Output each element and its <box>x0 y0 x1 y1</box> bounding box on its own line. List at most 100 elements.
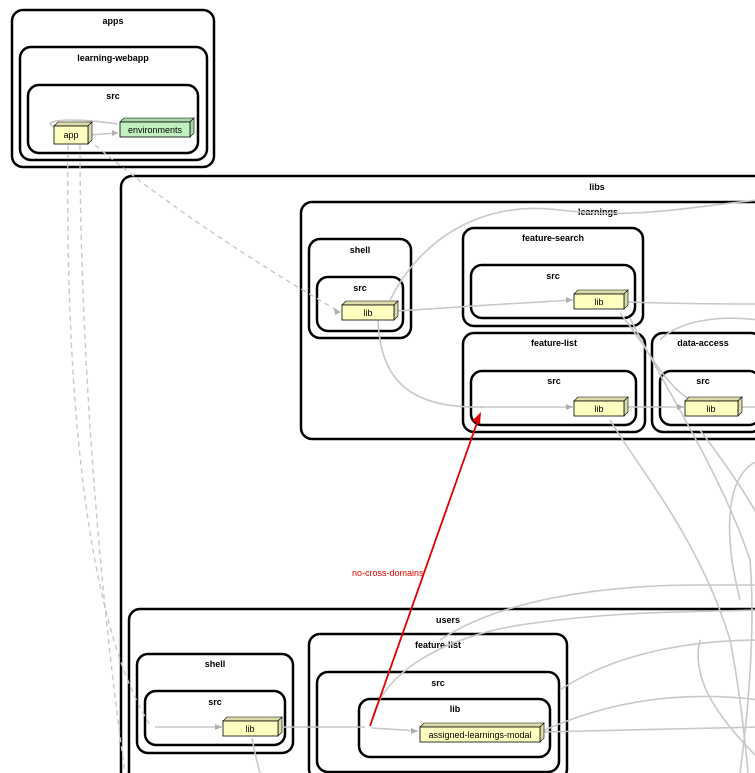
edge-users-right-2 <box>697 639 755 757</box>
node-da-lib-label: lib <box>706 404 715 414</box>
edge-shell-up-curve <box>389 199 755 301</box>
edge-fs-long-down <box>629 317 753 773</box>
arrowhead-l-shell-lib <box>334 308 341 315</box>
cluster-title-users-feature-list-src: src <box>431 678 445 688</box>
cluster-title-users-feature-list-lib: lib <box>450 704 461 714</box>
node-fs-lib-label: lib <box>594 297 603 307</box>
cluster-libs <box>119 174 755 773</box>
node-app-depth <box>53 121 93 127</box>
cluster-title-users-feature-list: feature-list <box>415 640 461 650</box>
node-modal-face <box>419 726 541 743</box>
violation-arrowhead <box>472 412 481 424</box>
node-da-lib-depth <box>684 396 743 402</box>
edge-shell-feature-list <box>377 319 573 408</box>
node-l-shell-lib-label: lib <box>363 308 372 318</box>
node-feature-list-lib[interactable]: lib <box>573 396 629 417</box>
node-fs-lib-depth <box>573 289 629 295</box>
cluster-learnings-shell <box>307 237 413 340</box>
node-app[interactable]: app <box>53 121 93 145</box>
violation-label: no-cross-domains <box>352 568 424 578</box>
edge-app-users-1 <box>67 144 151 726</box>
edge-fs-to-da <box>619 312 691 401</box>
cluster-users <box>127 607 755 773</box>
node-assigned-learnings-modal[interactable]: assigned-learnings-modal <box>419 722 545 743</box>
node-fl-lib-face <box>573 400 625 417</box>
node-app-label: app <box>63 130 78 140</box>
node-u-shell-lib-face <box>222 720 279 737</box>
cluster-title-data-access: data-access <box>677 338 729 348</box>
arrowhead-modal <box>411 728 418 734</box>
edge-app-users-2 <box>79 144 126 773</box>
violation-arrow-line <box>369 419 479 727</box>
cluster-title-users-shell: shell <box>205 659 226 669</box>
cluster-title-users: users <box>436 615 460 625</box>
cluster-title-libs: libs <box>589 182 605 192</box>
node-fl-lib-label: lib <box>594 404 603 414</box>
edge-users-right-1 <box>519 695 755 743</box>
node-app-depth-right <box>87 121 93 145</box>
cluster-users-shell <box>135 652 295 755</box>
dependency-edges <box>49 119 755 773</box>
node-app-face <box>53 125 89 145</box>
node-modal-label: assigned-learnings-modal <box>428 730 531 740</box>
node-environments[interactable]: environments <box>119 117 195 138</box>
edge-app-learnings-shell <box>94 144 341 313</box>
node-feature-search-lib[interactable]: lib <box>573 289 629 310</box>
cluster-title-webapp-src: src <box>106 91 120 101</box>
edge-modal-link <box>371 727 419 732</box>
edge-users-top-3 <box>559 639 755 691</box>
cluster-title-feature-search: feature-search <box>522 233 584 243</box>
node-u-shell-lib-depth <box>222 716 283 722</box>
nodes: app environments lib lib lib <box>53 117 743 743</box>
node-environments-depth <box>119 117 195 123</box>
cluster-title-feature-search-src: src <box>546 271 560 281</box>
arrowhead-u-shell-lib <box>215 724 222 730</box>
edge-users-top-1 <box>371 609 755 721</box>
node-fs-lib-face <box>573 293 625 310</box>
cluster-feature-list <box>461 331 647 434</box>
arrowhead-fs-lib <box>566 297 573 303</box>
cluster-title-learnings: learnings <box>578 207 618 217</box>
cluster-title-users-shell-src: src <box>208 697 222 707</box>
node-da-lib-face <box>684 400 739 417</box>
node-l-shell-lib-face <box>341 304 395 321</box>
cluster-feature-search-src <box>469 263 637 320</box>
cluster-users-feature-list-src <box>315 670 561 773</box>
cluster-frames <box>10 8 755 773</box>
cluster-title-learnings-shell: shell <box>350 245 371 255</box>
cluster-webapp-src <box>26 83 200 155</box>
cluster-title-feature-list-src: src <box>547 376 561 386</box>
edge-fl-long-down <box>609 419 749 773</box>
edge-da-curve-up <box>659 317 755 341</box>
arrowhead-fl-lib <box>566 404 573 410</box>
edge-shell-feature-search <box>396 299 574 312</box>
arrowhead-da-lib <box>677 404 684 410</box>
cluster-data-access <box>650 331 755 434</box>
cluster-titles: apps learning-webapp src libs learnings … <box>77 16 729 714</box>
cluster-apps <box>10 8 216 169</box>
edge-right-curve-1 <box>728 461 755 601</box>
node-data-access-lib[interactable]: lib <box>684 396 743 417</box>
edge-app-environments-top <box>49 119 119 128</box>
edge-users-top-2 <box>439 584 755 641</box>
cluster-learnings-shell-src <box>315 275 405 333</box>
edge-da-right-down <box>699 429 755 513</box>
arrowhead-environments <box>112 130 118 136</box>
cluster-learning-webapp <box>18 45 209 162</box>
cluster-users-shell-src <box>143 689 287 747</box>
edge-users-shell-lib-down <box>251 737 261 773</box>
edge-feature-search-out <box>627 301 755 305</box>
edge-modal-out <box>539 726 755 733</box>
cluster-learnings <box>299 200 755 441</box>
cluster-title-apps: apps <box>102 16 123 26</box>
cluster-title-data-access-src: src <box>696 376 710 386</box>
node-environments-label: environments <box>128 125 183 135</box>
cluster-feature-search <box>461 226 645 328</box>
violation-edge: no-cross-domains <box>352 412 481 727</box>
node-users-shell-lib[interactable]: lib <box>222 716 283 737</box>
cluster-data-access-src <box>658 369 755 427</box>
node-learnings-shell-lib[interactable]: lib <box>341 300 399 321</box>
cluster-users-feature-list <box>307 632 569 773</box>
cluster-title-learning-webapp: learning-webapp <box>77 53 149 63</box>
